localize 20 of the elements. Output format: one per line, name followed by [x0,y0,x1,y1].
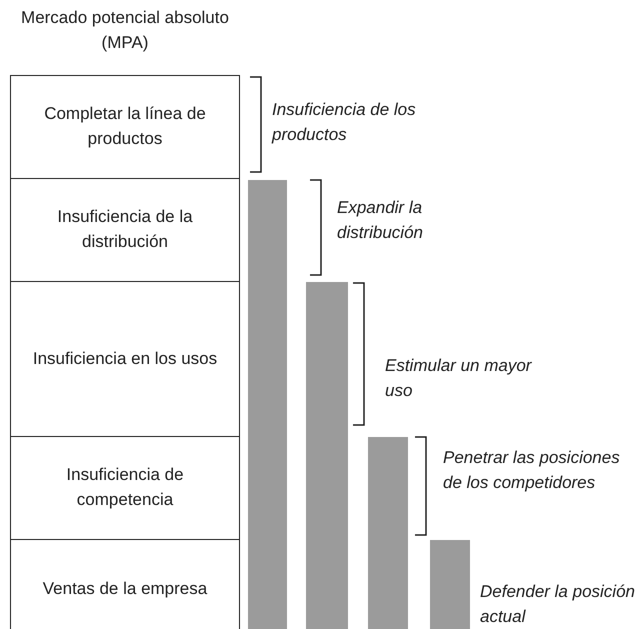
segment-label: Completar la línea de productos [43,103,207,150]
segment-box [10,75,240,179]
gap-bar [368,437,408,629]
segment-label: Insuficiencia en los usos [32,348,218,370]
segment-label: Insuficiencia de la distribución [56,206,194,253]
strategy-label: Estimular un mayor uso [385,355,533,402]
segment-label: Insuficiencia de competencia [65,464,185,511]
strategy-label: Defender la posición actual [480,581,636,628]
segment-box [10,178,240,282]
gap-bar [248,180,287,629]
strategy-label: Expandir la distribución [337,197,424,244]
strategy-label: Penetrar las posiciones de los competidores [443,447,621,494]
segment-label: Ventas de la empresa [42,578,208,600]
gap-bar [306,282,348,629]
column-heading: Mercado potencial absoluto (MPA) [20,7,230,54]
segment-box [10,281,240,437]
segment-box [10,539,240,629]
strategy-label: Insuficiencia de los productos [272,99,417,146]
gap-bar [430,540,470,629]
segment-box [10,436,240,540]
